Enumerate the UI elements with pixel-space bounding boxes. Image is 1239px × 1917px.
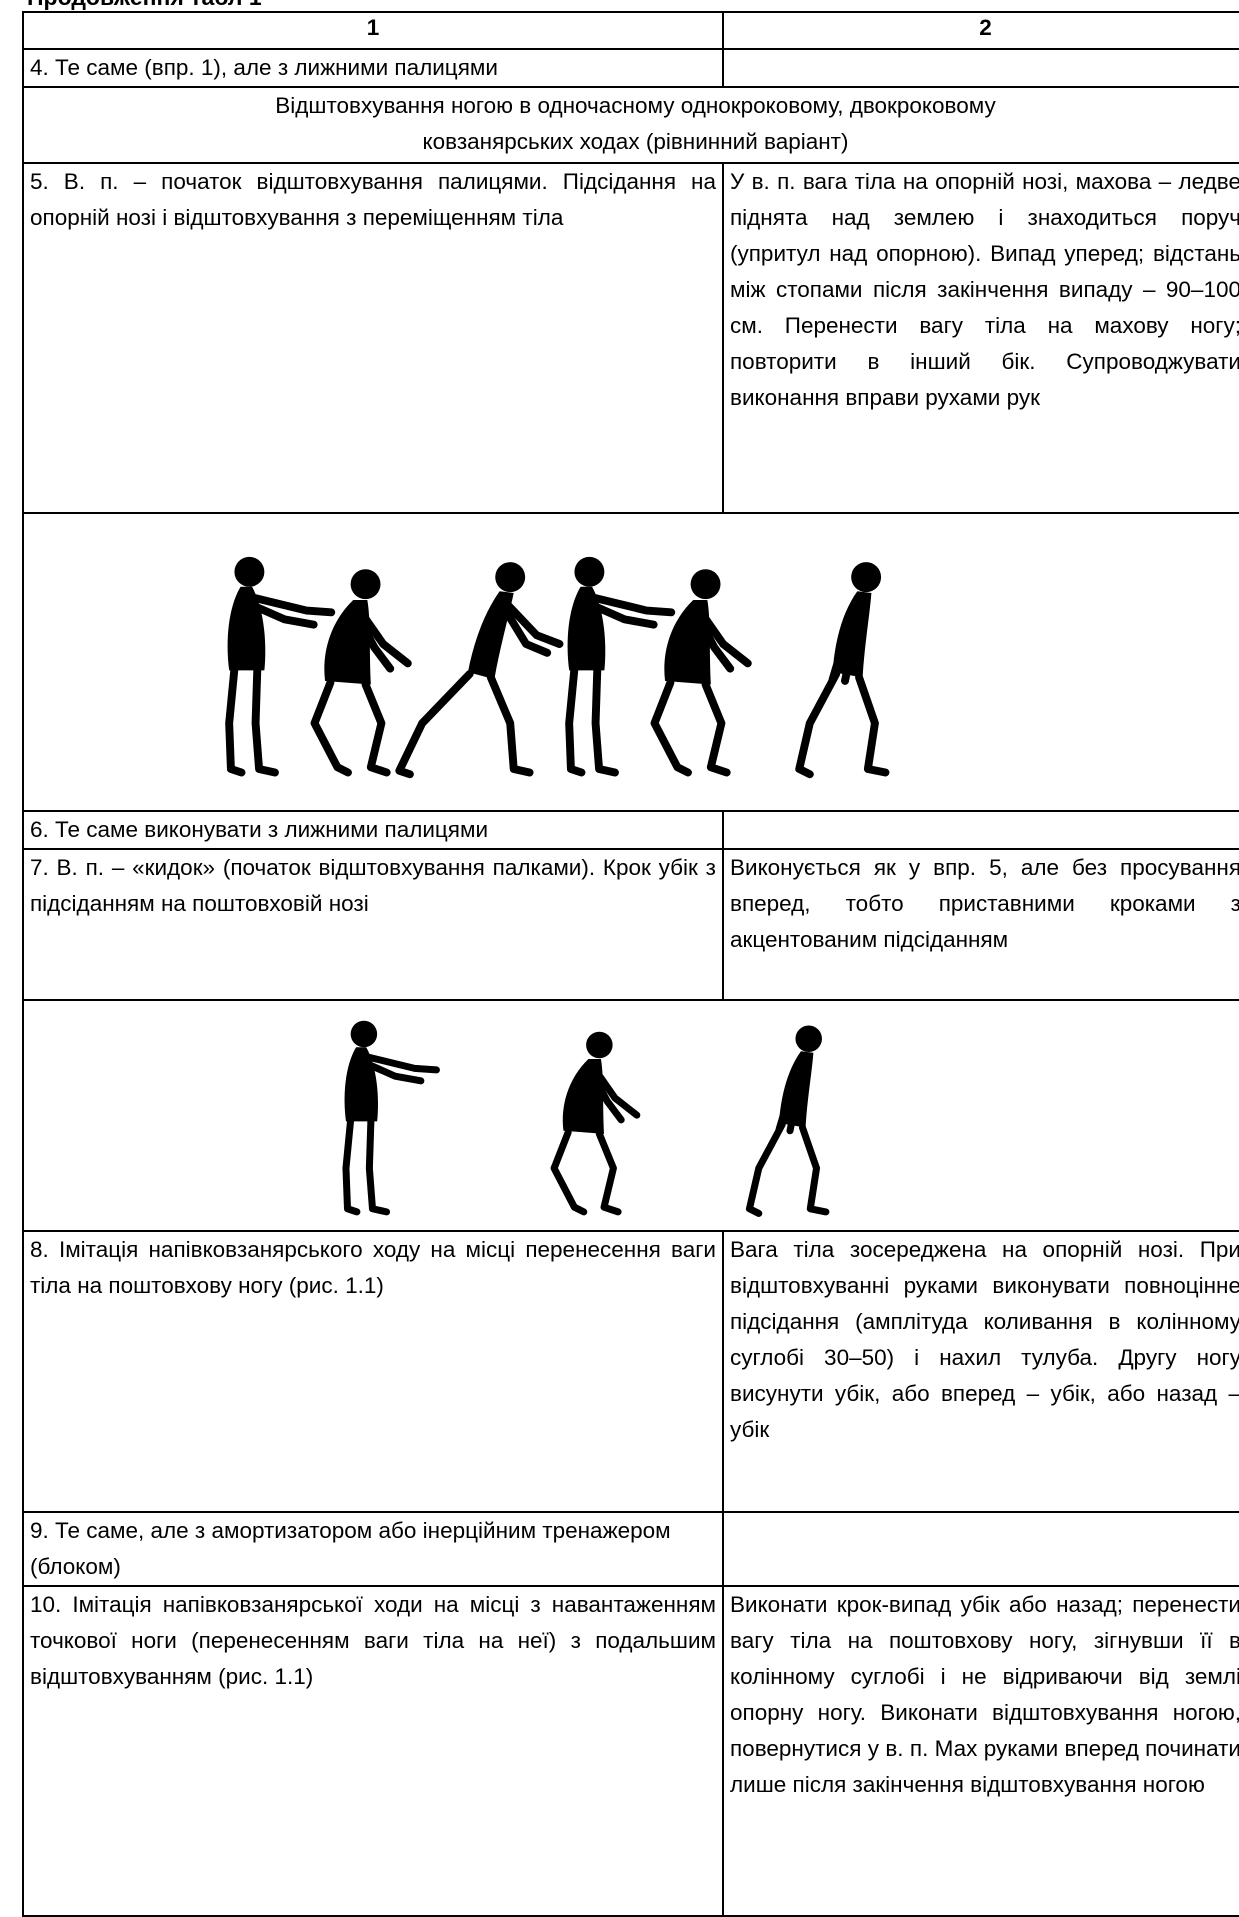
skier-figure-stance	[225, 556, 336, 777]
figure-1-illustration	[225, 556, 890, 779]
skier-leg	[550, 1128, 588, 1216]
skier-leg	[745, 1121, 786, 1217]
table-row: 10. Імітація напівковзанярської ходи на …	[22, 1585, 1239, 1917]
skier-leg	[798, 1124, 830, 1216]
header-col-2: 2	[722, 11, 1239, 50]
skier-arm	[351, 606, 395, 673]
skier-leg	[361, 680, 391, 777]
figure-row	[22, 999, 1239, 1232]
section-heading-line-1: Відштовхування ногою в одночасному однок…	[275, 93, 996, 118]
header-col-1: 1	[22, 11, 724, 50]
header-row: 1 2	[22, 11, 1239, 50]
skier-leg	[591, 664, 619, 777]
row-6-col-2	[722, 810, 1239, 850]
skier-head	[586, 1031, 613, 1059]
table-row: 5. В. п. – початок відштовхування палиця…	[22, 162, 1239, 514]
skier-leg	[365, 1116, 391, 1216]
figure-1-cell	[22, 512, 1239, 812]
skier-arm	[236, 596, 318, 629]
row-4-col-2	[722, 48, 1239, 88]
skier-figure-crouch	[650, 569, 752, 777]
skier-arm	[841, 599, 867, 685]
skier-head	[234, 556, 265, 587]
row-8-col-2: Вага тіла зосереджена на опорній нозі. П…	[722, 1230, 1239, 1513]
skier-arm	[581, 591, 676, 617]
skier-figure-stance	[342, 1020, 440, 1216]
skier-figure-push	[745, 1025, 830, 1217]
row-6-col-1: 6. Те саме виконувати з лижними палицями	[22, 810, 724, 850]
row-10-col-2: Виконати крок-випад убік або назад; пере…	[722, 1585, 1239, 1917]
skier-torso	[467, 591, 514, 680]
section-heading: Відштовхування ногою в одночасному однок…	[22, 86, 1239, 164]
skier-leg	[595, 1130, 622, 1216]
row-7-col-1: 7. В. п. – «кидок» (початок відштовхуван…	[22, 848, 724, 1001]
table-row: 8. Імітація напівковзанярського ходу на …	[22, 1230, 1239, 1513]
skier-arm	[354, 604, 412, 668]
skier-figure-push	[795, 562, 890, 779]
figure-2-illustration	[342, 1020, 830, 1217]
skier-figure-crouch	[550, 1031, 641, 1216]
skier-figure-crouch	[310, 569, 412, 777]
row-8-col-1: 8. Імітація напівковзанярського ходу на …	[22, 1230, 724, 1513]
skier-arm	[786, 1058, 810, 1135]
table-caption: Продовження табл 1	[27, 0, 262, 11]
skier-arm	[775, 1057, 806, 1133]
skier-head	[690, 569, 721, 600]
figure-2-cell	[22, 999, 1239, 1232]
skier-leg	[565, 664, 586, 777]
skier-arm	[576, 596, 658, 629]
row-5-col-2: У в. п. вага тіла на опорній нозі, махов…	[722, 162, 1239, 514]
skier-arm	[694, 604, 752, 668]
skier-leg	[251, 664, 279, 777]
skier-leg	[650, 678, 692, 777]
skier-leg	[486, 673, 534, 777]
table-row: 9. Те саме, але з амортизатором або інер…	[22, 1511, 1239, 1587]
table-row: 7. В. п. – «кидок» (початок відштовхуван…	[22, 848, 1239, 1001]
skier-figure-stance	[565, 556, 676, 777]
skier-figure-lunge	[395, 562, 564, 779]
table-row: 6. Те саме виконувати з лижними палицями	[22, 810, 1239, 850]
skier-leg	[395, 669, 474, 779]
table-row: 4. Те саме (впр. 1), але з лижними палиц…	[22, 48, 1239, 88]
row-9-col-2	[722, 1511, 1239, 1587]
figure-row	[22, 512, 1239, 812]
skier-arm	[499, 596, 564, 648]
skier-leg	[342, 1116, 361, 1216]
skier-head	[350, 569, 381, 600]
skier-leg	[310, 678, 352, 777]
row-9-col-1: 9. Те саме, але з амортизатором або інер…	[22, 1511, 724, 1587]
skier-leg	[225, 664, 246, 777]
section-heading-line-2: ковзанярських ходах (рівнинний варіант)	[422, 129, 849, 154]
skier-leg	[855, 673, 890, 777]
skier-leg	[795, 669, 841, 779]
row-7-col-2: Виконується як у впр. 5, але без просува…	[722, 848, 1239, 1001]
skier-head	[350, 1020, 378, 1048]
skier-arm	[497, 599, 552, 657]
skier-arm	[352, 1055, 425, 1085]
skier-arm	[241, 591, 336, 617]
skier-arm	[586, 1064, 625, 1124]
skier-arm	[356, 1051, 440, 1074]
row-5-col-1: 5. В. п. – початок відштовхування палиця…	[22, 162, 724, 514]
skier-arm	[828, 597, 864, 684]
skier-leg	[701, 680, 731, 777]
skier-arm	[589, 1063, 641, 1119]
skier-head	[574, 556, 605, 587]
row-4-col-1: 4. Те саме (впр. 1), але з лижними палиц…	[22, 48, 724, 88]
skier-head	[851, 562, 882, 593]
row-10-col-1: 10. Імітація напівковзанярської ходи на …	[22, 1585, 724, 1917]
skier-arm	[691, 606, 735, 673]
skier-head	[495, 562, 526, 593]
exercise-table: 1 2 4. Те саме (впр. 1), але з лижними п…	[22, 11, 1239, 1917]
skier-head	[795, 1025, 822, 1052]
section-row: Відштовхування ногою в одночасному однок…	[22, 86, 1239, 164]
